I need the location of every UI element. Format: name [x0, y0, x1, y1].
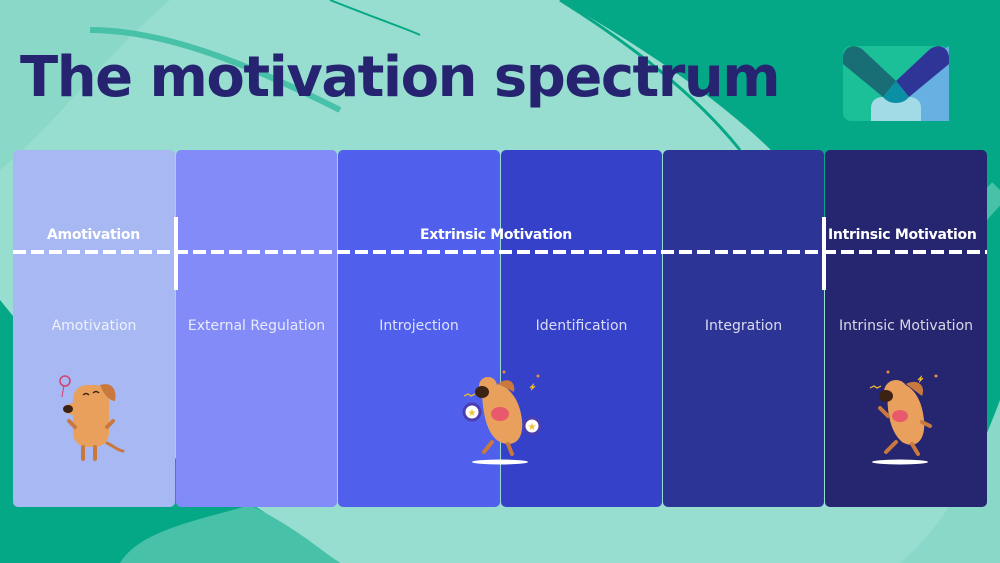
column-integration: Integration — [663, 150, 824, 507]
brand-logo-icon — [843, 46, 949, 121]
spectrum-dashed-line — [13, 250, 987, 254]
column-label: External Regulation — [187, 318, 326, 334]
column-label: Amotivation — [51, 318, 137, 334]
category-label-amotivation: Amotivation — [47, 227, 140, 243]
column-identification: Identification — [501, 150, 662, 507]
dog-jumping-happy-icon — [869, 370, 938, 465]
column-label: Intrinsic Motivation — [838, 318, 974, 334]
divider-extrinsic-intrinsic — [822, 217, 826, 290]
category-label-intrinsic: Intrinsic Motivation — [828, 227, 977, 243]
category-label-extrinsic: Extrinsic Motivation — [420, 227, 572, 243]
slide-title: The motivation spectrum — [20, 45, 781, 110]
dog-bored-icon — [59, 375, 125, 461]
column-intrinsic-motivation: Intrinsic Motivation — [825, 150, 987, 507]
column-external-regulation: External Regulation — [176, 150, 337, 507]
svg-text:★: ★ — [528, 422, 537, 433]
column-label: Identification — [535, 318, 628, 334]
svg-text:★: ★ — [468, 408, 477, 419]
column-label: Integration — [704, 318, 783, 334]
dog-with-medals-icon: ★ ★ — [462, 370, 542, 465]
column-label: Introjection — [379, 318, 459, 334]
spectrum-columns: Amotivation External Regulation Introjec… — [13, 150, 987, 507]
column-introjection: Introjection — [338, 150, 500, 507]
divider-amotivation-extrinsic — [174, 217, 178, 290]
